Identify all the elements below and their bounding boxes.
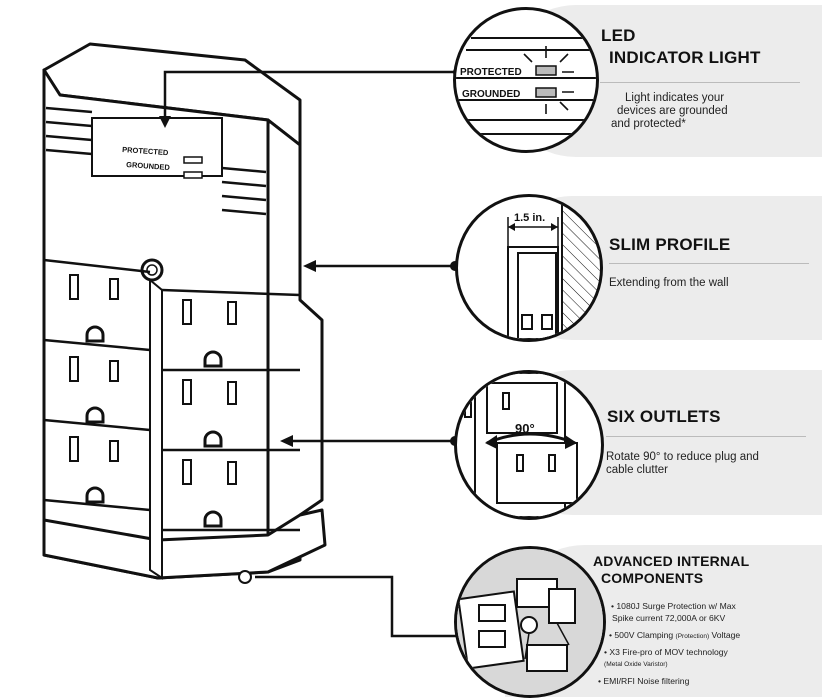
grounded-led-icon [535,87,557,98]
panel-protected-label: PROTECTED [122,145,169,157]
led-zoom-circle: PROTECTED GROUNDED [453,7,599,153]
outlets-desc-line1: Rotate 90° to reduce plug and [606,451,759,463]
outlets-zoom-circle: 90° [454,370,604,520]
led-desc-line1: Light indicates your [625,92,725,104]
internal-bullet-1b: Spike current 72,000A or 6KV [612,613,726,623]
slim-title: SLIM PROFILE [609,235,731,254]
internal-bullet-2: • 500V Clamping (Protection) Voltage [609,630,741,640]
internal-bullet-1a: • 1080J Surge Protection w/ Max [611,601,736,611]
led-desc-line3: and protected* [611,118,686,130]
internal-bullet-3-note: (Metal Oxide Varistor) [604,661,668,668]
internal-zoom-circle [454,546,606,698]
slim-zoom-circle: 1.5 in. [455,194,603,342]
protected-led-icon [535,65,557,76]
outlets-title: SIX OUTLETS [607,407,721,426]
slim-dimension-label: 1.5 in. [514,212,545,224]
outlets-desc-line2: cable clutter [606,464,669,476]
panel-grounded-label: GROUNDED [126,160,171,172]
zoom-protected-label: PROTECTED [460,67,522,78]
slim-desc: Extending from the wall [609,277,729,289]
led-title-line2: INDICATOR LIGHT [609,48,761,67]
internal-bullet-3: • X3 Fire-pro of MOV technology [604,647,728,657]
internal-bullet-4: • EMI/RFI Noise filtering [598,676,690,686]
internal-title-line2: COMPONENTS [601,570,704,586]
led-title-line1: LED [601,26,636,45]
zoom-grounded-label: GROUNDED [462,89,520,100]
reset-button [140,258,164,282]
led-desc-line2: devices are grounded [617,105,728,117]
internal-title-line1: ADVANCED INTERNAL [593,553,750,569]
outlets-angle-label: 90° [515,421,535,436]
